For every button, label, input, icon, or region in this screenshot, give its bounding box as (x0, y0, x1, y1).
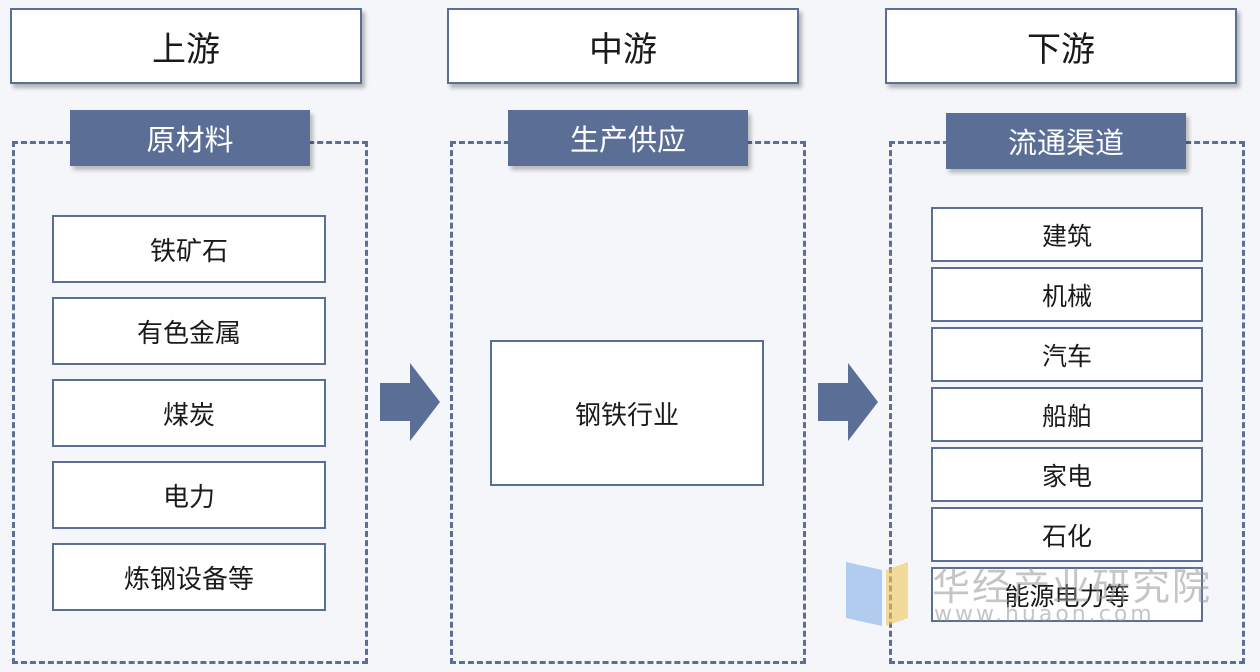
downstream-item-label: 家电 (1041, 461, 1092, 491)
midstream-item: 钢铁行业 (490, 340, 764, 486)
flow-arrow-icon (380, 363, 440, 441)
upstream-item: 煤炭 (52, 379, 326, 447)
downstream-header: 下游 (885, 8, 1237, 84)
downstream-item-label: 能源电力等 (1004, 581, 1130, 611)
downstream-tag-label: 流通渠道 (1007, 126, 1124, 160)
downstream-tag: 流通渠道 (946, 113, 1186, 169)
downstream-item: 建筑 (931, 207, 1203, 262)
upstream-item-label: 炼钢设备等 (123, 564, 254, 595)
upstream-item-label: 铁矿石 (149, 236, 228, 267)
downstream-item-label: 建筑 (1041, 221, 1092, 251)
downstream-item: 机械 (931, 267, 1203, 322)
midstream-header-label: 中游 (589, 29, 657, 70)
downstream-item: 家电 (931, 447, 1203, 502)
downstream-item: 能源电力等 (931, 567, 1203, 622)
flow-arrow-icon (818, 363, 878, 441)
downstream-item: 石化 (931, 507, 1203, 562)
upstream-item: 有色金属 (52, 297, 326, 365)
upstream-item-label: 煤炭 (162, 400, 215, 431)
downstream-item-label: 机械 (1041, 281, 1092, 311)
midstream-tag: 生产供应 (508, 110, 748, 166)
midstream-header: 中游 (447, 8, 799, 84)
upstream-item-label: 有色金属 (136, 318, 241, 349)
upstream-tag-label: 原材料 (146, 123, 234, 157)
upstream-item: 电力 (52, 461, 326, 529)
downstream-item-label: 石化 (1041, 521, 1092, 551)
downstream-item: 船舶 (931, 387, 1203, 442)
upstream-item: 炼钢设备等 (52, 543, 326, 611)
downstream-header-label: 下游 (1027, 29, 1095, 70)
downstream-item: 汽车 (931, 327, 1203, 382)
upstream-tag: 原材料 (70, 110, 310, 166)
downstream-item-label: 船舶 (1041, 401, 1092, 431)
upstream-header: 上游 (10, 8, 362, 84)
downstream-item-label: 汽车 (1041, 341, 1092, 371)
midstream-item-label: 钢铁行业 (574, 400, 679, 431)
upstream-header-label: 上游 (152, 29, 220, 70)
upstream-item: 铁矿石 (52, 215, 326, 283)
midstream-tag-label: 生产供应 (569, 123, 686, 157)
upstream-item-label: 电力 (162, 482, 215, 513)
